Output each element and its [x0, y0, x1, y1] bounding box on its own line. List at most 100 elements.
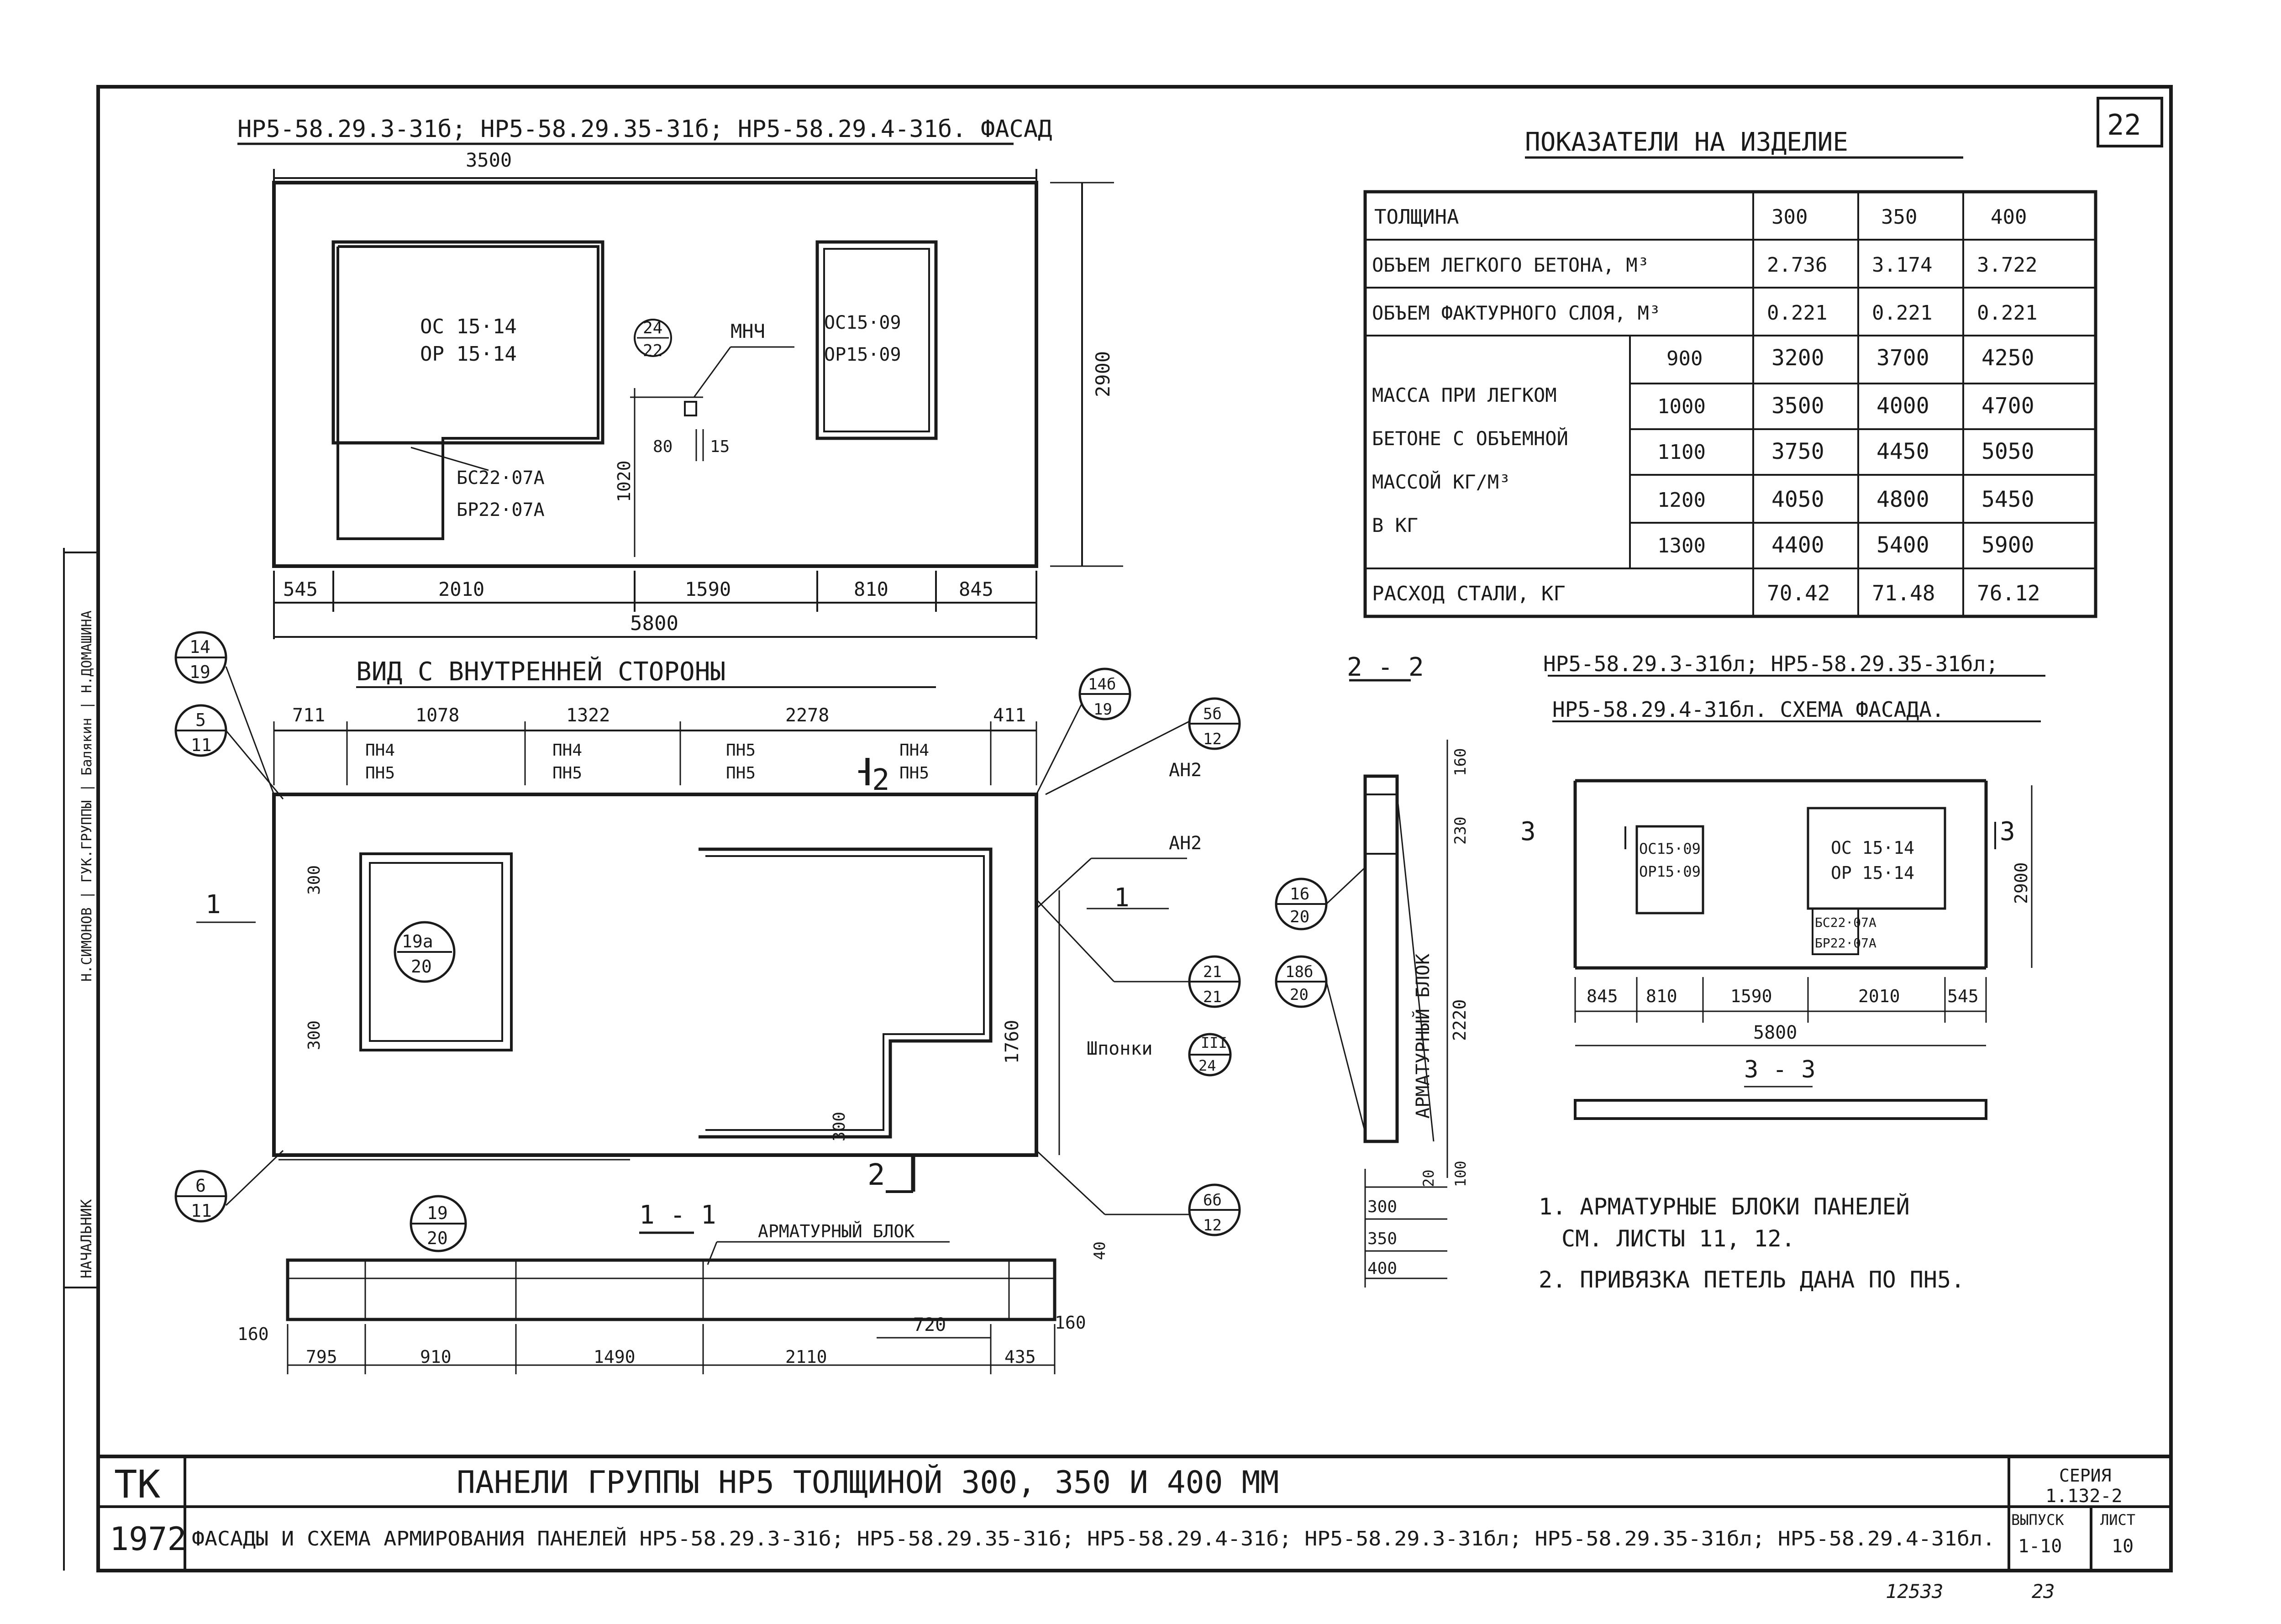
mass-row-0-density: 900	[1666, 347, 1703, 370]
indicators-title: ПОКАЗАТЕЛИ НА ИЗДЕЛИЕ	[1525, 127, 1848, 157]
scheme-dim-bottom-3: 2010	[1858, 986, 1900, 1006]
section-2-label-top: 2	[872, 763, 890, 797]
scheme-window-small-bottom: ОР15·09	[1639, 863, 1701, 880]
mass-label-line-2: МАССОЙ КГ/М³	[1372, 470, 1510, 493]
facade-drawing	[237, 142, 1123, 639]
inner-view-title: ВИД С ВНУТРЕННЕЙ СТОРОНЫ	[356, 657, 725, 687]
issue-label: ВЫПУСК	[2011, 1511, 2064, 1529]
mass-row-4-v1: 5400	[1876, 532, 1929, 558]
loop-1-top: ПН4	[552, 741, 582, 760]
mass-row-2-density: 1100	[1657, 441, 1706, 464]
sheet-frame	[63, 85, 2173, 1572]
facade-dim-top: 3500	[466, 149, 512, 171]
mass-row-4-density: 1300	[1657, 534, 1706, 557]
page-number: 22	[2107, 108, 2141, 142]
series-label: СЕРИЯ	[2059, 1466, 2111, 1486]
section-2-2-dim-160: 160	[1451, 748, 1470, 776]
section-1-1-dim-bottom-3: 2110	[785, 1347, 827, 1367]
indicators-row-0-v0: 2.736	[1767, 253, 1827, 277]
section-1-label-left: 1	[205, 890, 221, 920]
callout-1-bottom: 11	[191, 735, 212, 755]
mass-row-1-density: 1000	[1657, 395, 1706, 418]
shponki-label: Шпонки	[1087, 1038, 1153, 1059]
callout-3-bottom: 12	[1203, 730, 1222, 748]
issue-value: 1-10	[2018, 1536, 2062, 1557]
section-1-1-dim-bottom-4: 435	[1004, 1347, 1036, 1367]
mass-row-4-v2: 5900	[1981, 532, 2034, 558]
callout-2-top: 14б	[1088, 675, 1116, 694]
inner-dim-top-1: 1078	[415, 705, 459, 726]
callout-3-top: 5б	[1203, 705, 1222, 723]
section-2-2-thickness-0: 300	[1367, 1198, 1397, 1216]
series-value: 1.132-2	[2045, 1486, 2123, 1507]
note-line-0: 1. АРМАТУРНЫЕ БЛОКИ ПАНЕЛЕЙ	[1539, 1193, 1910, 1220]
note-line-1: СМ. ЛИСТЫ 11, 12.	[1561, 1225, 1795, 1252]
facade-window-right-top: ОС15·09	[824, 312, 901, 333]
scheme-title-line2: НР5-58.29.4-31бл. СХЕМА ФАСАДА.	[1552, 697, 1945, 722]
facade-door-top: БС22·07А	[457, 468, 545, 489]
facade-title: НР5-58.29.3-31б; НР5-58.29.35-31б; НР5-5…	[237, 116, 1052, 143]
mass-row-2-v2: 5050	[1981, 439, 2034, 464]
shponki-top: III	[1201, 1034, 1227, 1051]
steel-row-v1: 71.48	[1872, 581, 1935, 605]
section-1-1-title: 1 - 1	[639, 1200, 716, 1230]
section-2-2-callout-a-bottom: 20	[1290, 908, 1309, 926]
title-block-title: ПАНЕЛИ ГРУППЫ НР5 ТОЛЩИНОЙ 300, 350 И 40…	[457, 1464, 1279, 1501]
callout-5-top: 21	[1203, 963, 1222, 981]
page-number-bottom: 23	[2032, 1580, 2055, 1603]
facade-callout-bottom: 22	[643, 342, 662, 360]
section-1-1-dim-720: 720	[913, 1314, 946, 1335]
sheet-label: ЛИСТ	[2100, 1511, 2135, 1529]
section-1-1-dim-bottom-0: 795	[306, 1347, 337, 1367]
indicators-header-1: 350	[1881, 205, 1917, 229]
facade-scheme-drawing	[1548, 675, 2045, 1120]
section-2-2-callout-b-top: 18б	[1285, 963, 1313, 981]
callout-6-top: 6	[195, 1176, 206, 1196]
scheme-dim-bottom-4: 545	[1947, 986, 1979, 1006]
section-1-1-dim-bottom-2: 1490	[594, 1347, 636, 1367]
callout-7-top: 6б	[1203, 1191, 1222, 1209]
note-line-2: 2. ПРИВЯЗКА ПЕТЕЛЬ ДАНА ПО ПН5.	[1539, 1267, 1965, 1293]
scheme-title-line1: НР5-58.29.3-31бл; НР5-58.29.35-31бл;	[1543, 652, 1998, 676]
facade-dim-80: 80	[653, 437, 673, 456]
facade-window-left-bottom: ОР 15·14	[420, 342, 517, 366]
mass-row-2-v0: 3750	[1771, 439, 1824, 464]
title-block-subtitle: ФАСАДЫ И СХЕМА АРМИРОВАНИЯ ПАНЕЛЕЙ НР5-5…	[192, 1526, 1995, 1550]
mass-row-1-v2: 4700	[1981, 393, 2034, 419]
scheme-dim-bottom-1: 810	[1646, 986, 1677, 1006]
indicators-header-2: 400	[1991, 205, 2027, 229]
title-block-org: ТК	[114, 1462, 161, 1507]
section-2-2-drawing	[1275, 679, 1448, 1288]
loop-0-bottom: ПН5	[365, 764, 395, 783]
scheme-window-small-top: ОС15·09	[1639, 840, 1701, 857]
section-1-1-dim-160-right: 160	[1055, 1313, 1086, 1333]
mass-row-3-v2: 5450	[1981, 487, 2034, 512]
scheme-section-3-3: 3 - 3	[1744, 1056, 1816, 1083]
callout-1-top: 5	[195, 710, 206, 730]
section-2-2-thickness-2: 400	[1367, 1259, 1397, 1278]
section-2-label-bottom: 2	[867, 1158, 885, 1192]
callout-2-bottom: 19	[1093, 700, 1112, 719]
mass-row-3-density: 1200	[1657, 489, 1706, 512]
inner-dim-top-0: 711	[292, 705, 325, 726]
sheet-value: 10	[2112, 1536, 2134, 1557]
callout-6-bottom: 11	[191, 1201, 212, 1221]
scheme-dim-bottom-0: 845	[1587, 986, 1618, 1006]
section-2-2-dim-100: 100	[1452, 1161, 1469, 1187]
indicators-header-label: ТОЛЩИНА	[1374, 205, 1459, 229]
scheme-door-top: БС22·07А	[1815, 915, 1876, 930]
section-2-2-block-label: АРМАТУРНЫЙ БЛОК	[1412, 954, 1434, 1119]
mass-row-2-v1: 4450	[1876, 439, 1929, 464]
section-1-1-callout-bottom: 20	[427, 1228, 448, 1248]
section-1-1-dim-40: 40	[1091, 1241, 1109, 1260]
mass-row-1-v0: 3500	[1771, 393, 1824, 419]
facade-dim-1020: 1020	[614, 460, 634, 502]
shponki-bottom: 24	[1198, 1057, 1216, 1074]
callout-7-bottom: 12	[1203, 1216, 1222, 1235]
section-1-1-callout-top: 19	[427, 1203, 448, 1223]
section-1-1-dim-bottom-1: 910	[420, 1347, 452, 1367]
facade-dim-15: 15	[710, 437, 730, 456]
mass-row-0-v0: 3200	[1771, 345, 1824, 371]
loop-0-top: ПН4	[365, 741, 395, 760]
